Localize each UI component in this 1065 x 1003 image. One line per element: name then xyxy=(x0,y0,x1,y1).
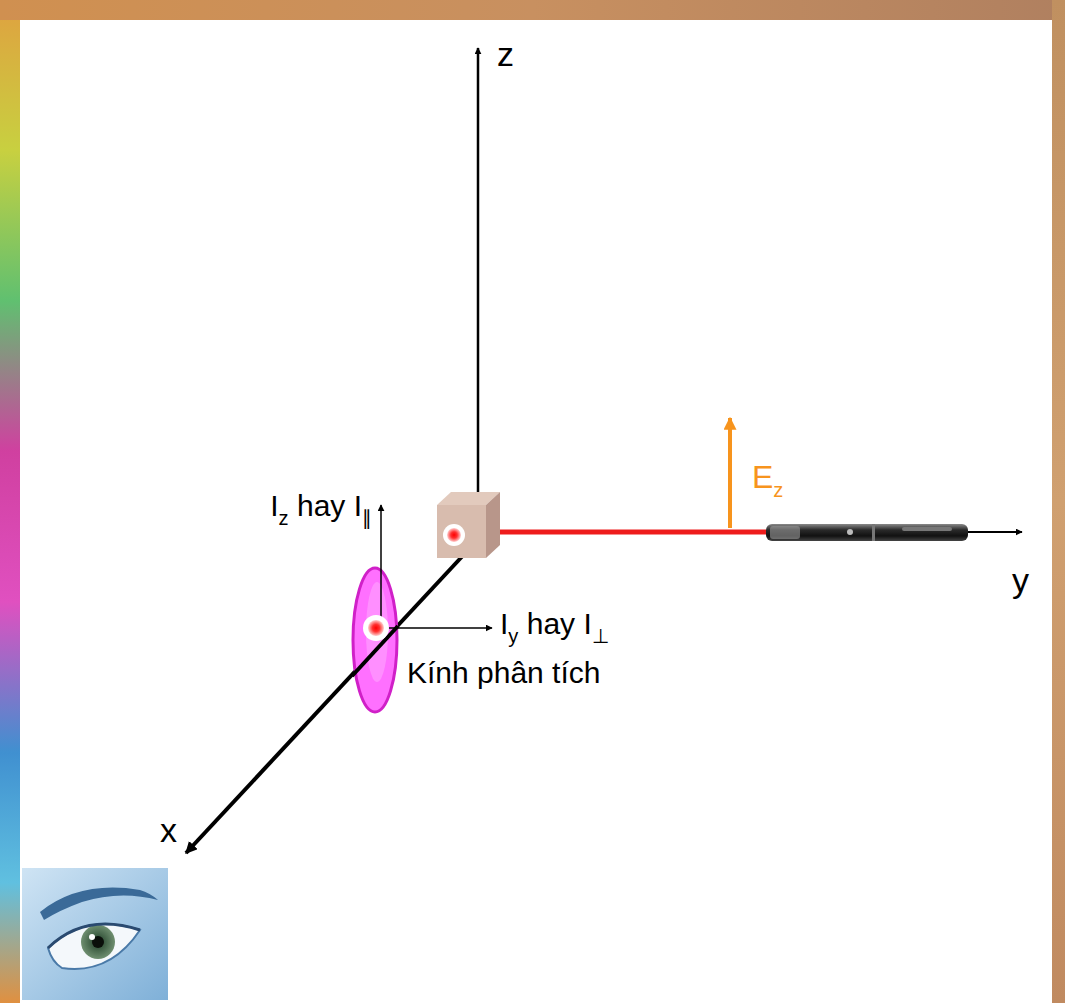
analyzer-label-group: Kính phân tích xyxy=(407,655,600,691)
intensity-label-group: Iy hay I⊥ xyxy=(500,606,609,648)
axis-label: z xyxy=(497,35,514,73)
sample-cube xyxy=(437,492,500,558)
eye-picture xyxy=(22,868,168,1000)
intensity-label: ∥ xyxy=(362,507,372,529)
field-label-group: Ez xyxy=(752,458,783,502)
axis-label: x xyxy=(160,811,177,849)
field-arrow xyxy=(728,418,732,528)
border-strip xyxy=(0,0,1065,20)
analyzer-label: Kính phân tích xyxy=(407,656,600,689)
intensity-label-group: Iz hay I∥ xyxy=(270,488,372,530)
intensity-label: ⊥ xyxy=(592,625,609,647)
z-axis xyxy=(477,48,480,528)
intensity-arrow xyxy=(381,627,492,629)
x-axis xyxy=(186,548,470,853)
axis-label-group: z xyxy=(497,34,514,75)
scatter-dot xyxy=(443,524,465,546)
axis-label: y xyxy=(1012,561,1029,599)
intensity-label: y xyxy=(508,625,518,647)
intensity-label: I xyxy=(270,489,278,522)
analyzer-lens xyxy=(353,568,397,712)
intensity-label: hay I xyxy=(297,489,362,522)
background xyxy=(20,20,1052,1003)
border-strip xyxy=(0,0,20,1003)
intensity-arrow xyxy=(380,505,382,628)
scatter-dot xyxy=(368,620,384,636)
field-label: z xyxy=(773,479,783,501)
axis-label-group: x xyxy=(160,810,177,851)
laser-beam xyxy=(500,530,766,535)
field-label: E xyxy=(752,459,773,495)
intensity-label: hay I xyxy=(527,607,592,640)
border-strip xyxy=(1052,0,1065,1003)
y-axis xyxy=(968,531,1022,533)
intensity-label: z xyxy=(279,507,289,529)
intensity-label: I xyxy=(500,607,508,640)
axis-label-group: y xyxy=(1012,560,1029,601)
laser-pointer xyxy=(766,524,968,541)
scatter-dot xyxy=(363,615,389,641)
scatter-dot xyxy=(447,528,461,542)
